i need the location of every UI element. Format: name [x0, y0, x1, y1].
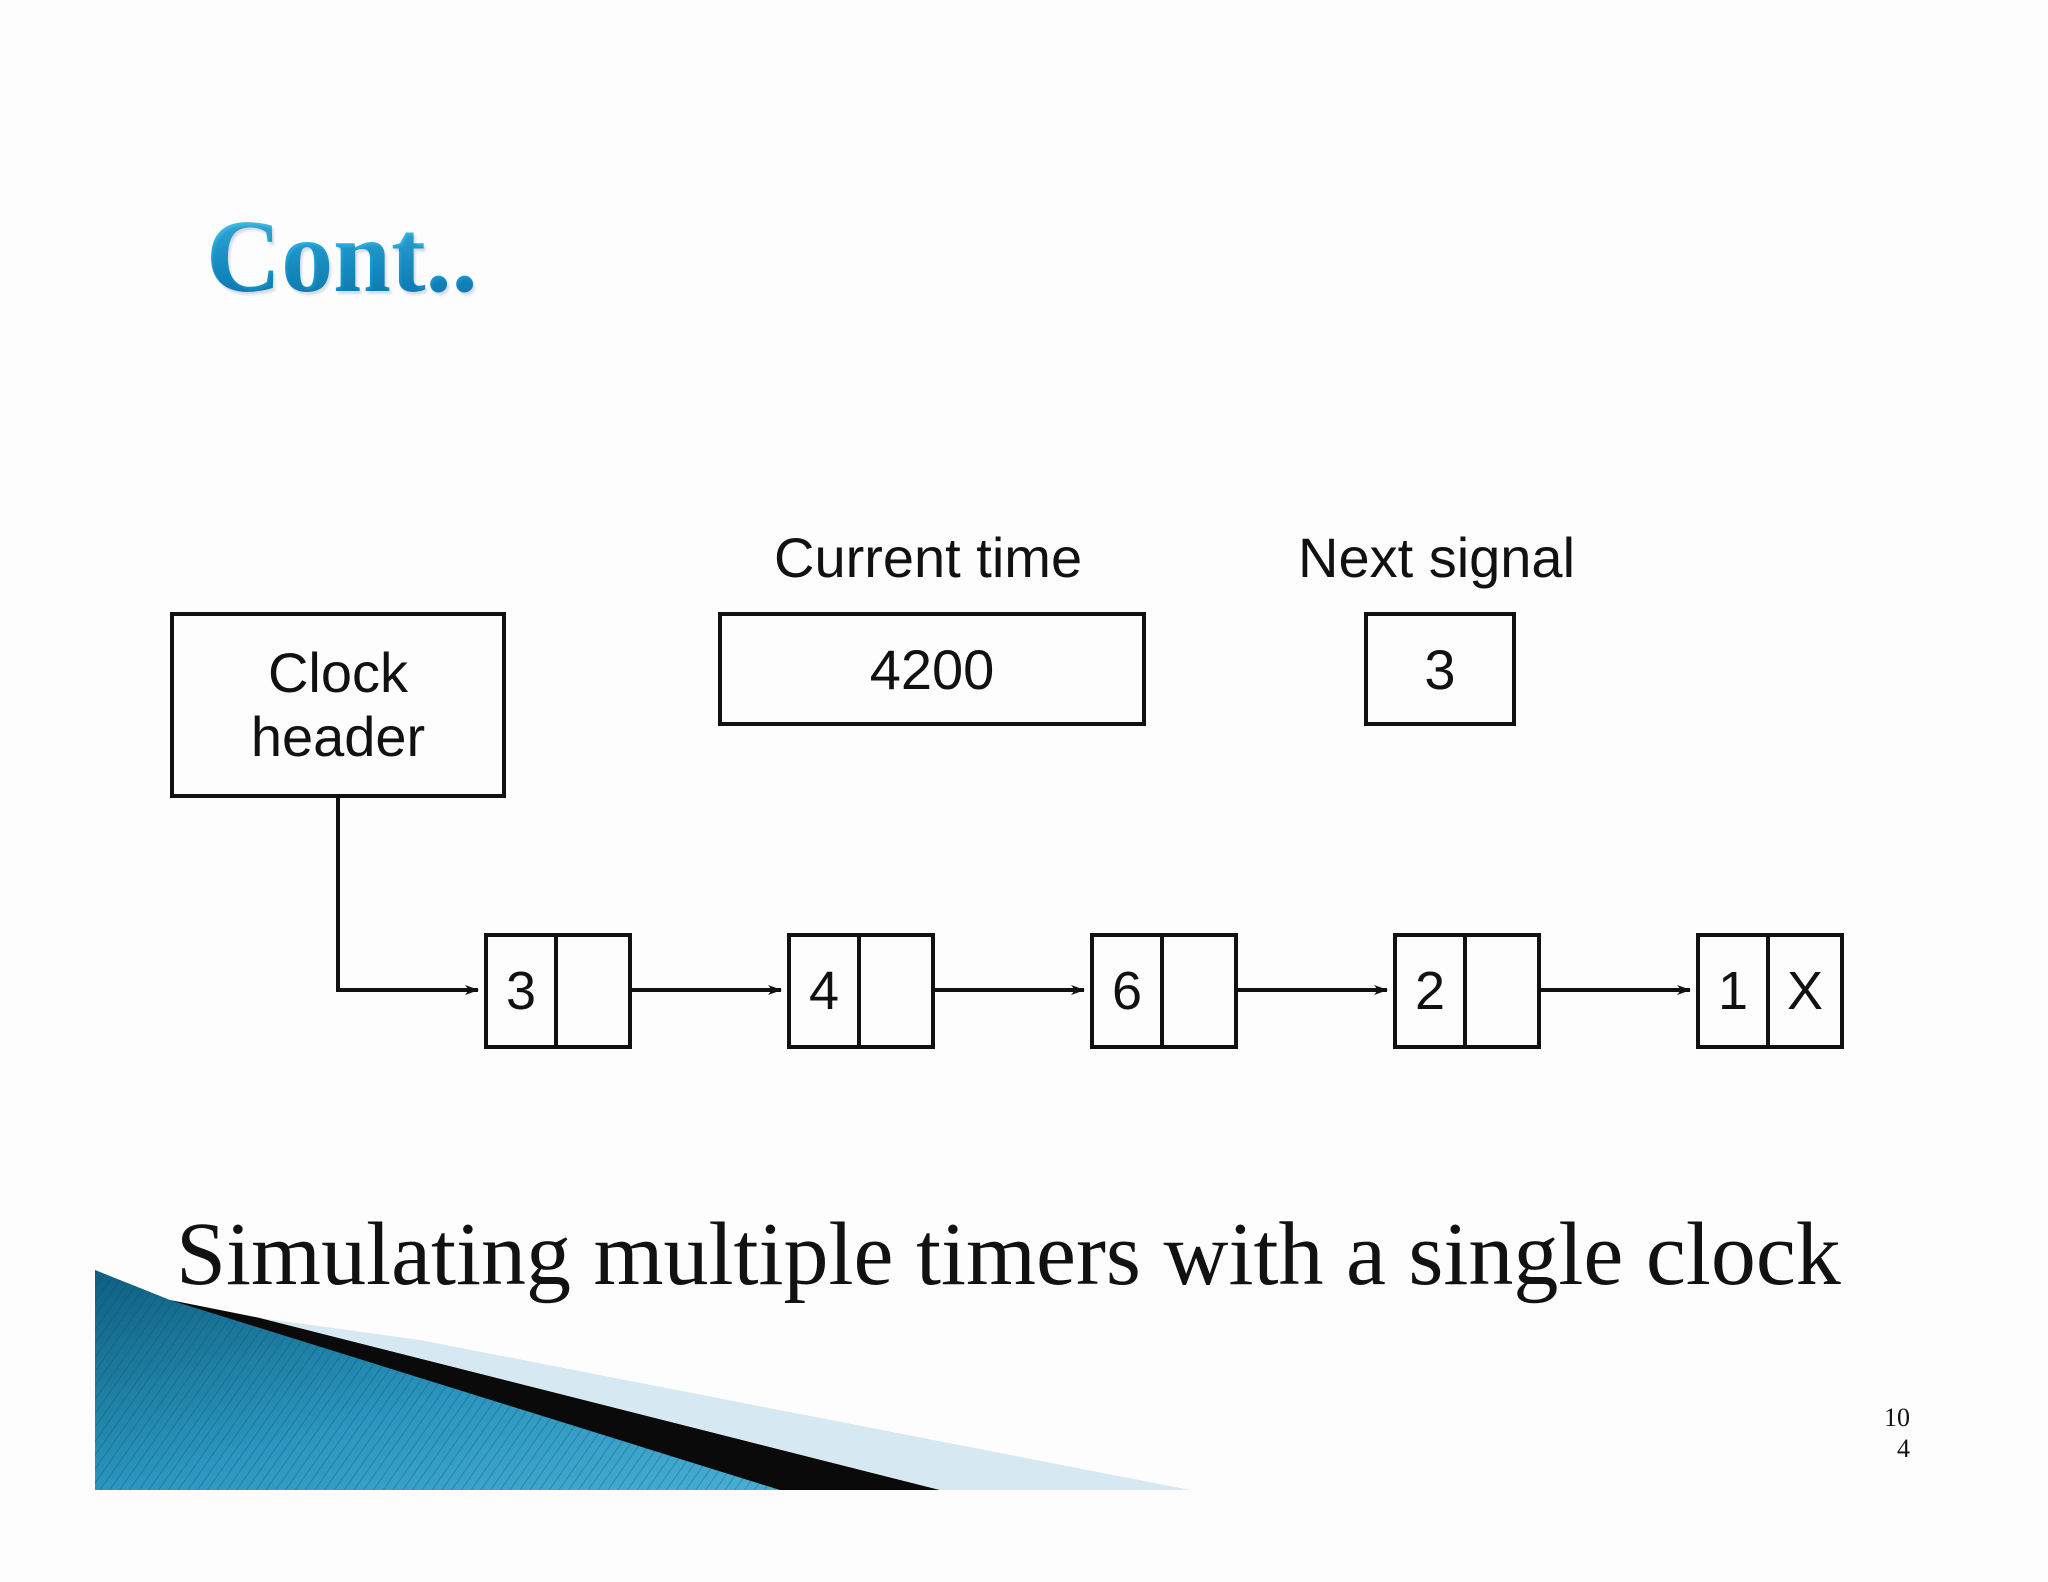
node-5-value: 1 [1696, 933, 1770, 1049]
node-2-value: 4 [787, 933, 861, 1049]
list-node-5: 1 X [1696, 933, 1844, 1049]
list-node-2: 4 [787, 933, 935, 1049]
slide-caption: Simulating multiple timers with a single… [176, 1205, 1841, 1304]
node-5-link: X [1770, 933, 1844, 1049]
current-time-box: 4200 [718, 612, 1146, 726]
node-2-link [861, 933, 935, 1049]
page-number-line2: 4 [1897, 1434, 1910, 1464]
node-4-link [1467, 933, 1541, 1049]
next-signal-label: Next signal [1298, 526, 1576, 589]
slide-title: Cont.. [206, 199, 478, 314]
node-1-link [558, 933, 632, 1049]
next-signal-box: 3 [1364, 612, 1516, 726]
page-number-line1: 10 [1884, 1403, 1910, 1432]
next-signal-value: 3 [1424, 637, 1456, 701]
header-to-node-1-arrow [336, 798, 479, 995]
list-node-3: 6 [1090, 933, 1238, 1049]
node-3-value: 6 [1090, 933, 1164, 1049]
node-3-link [1164, 933, 1238, 1049]
node-1-value: 3 [484, 933, 558, 1049]
list-node-1: 3 [484, 933, 632, 1049]
current-time-label: Current time [774, 526, 1083, 589]
clock-header-line2: header [250, 705, 426, 768]
list-node-4: 2 [1393, 933, 1541, 1049]
clock-header-box: Clock header [170, 612, 506, 798]
current-time-value: 4200 [869, 637, 995, 701]
node-4-value: 2 [1393, 933, 1467, 1049]
page-number: 10 4 [1850, 1402, 1910, 1464]
clock-header-line1: Clock [267, 640, 409, 704]
